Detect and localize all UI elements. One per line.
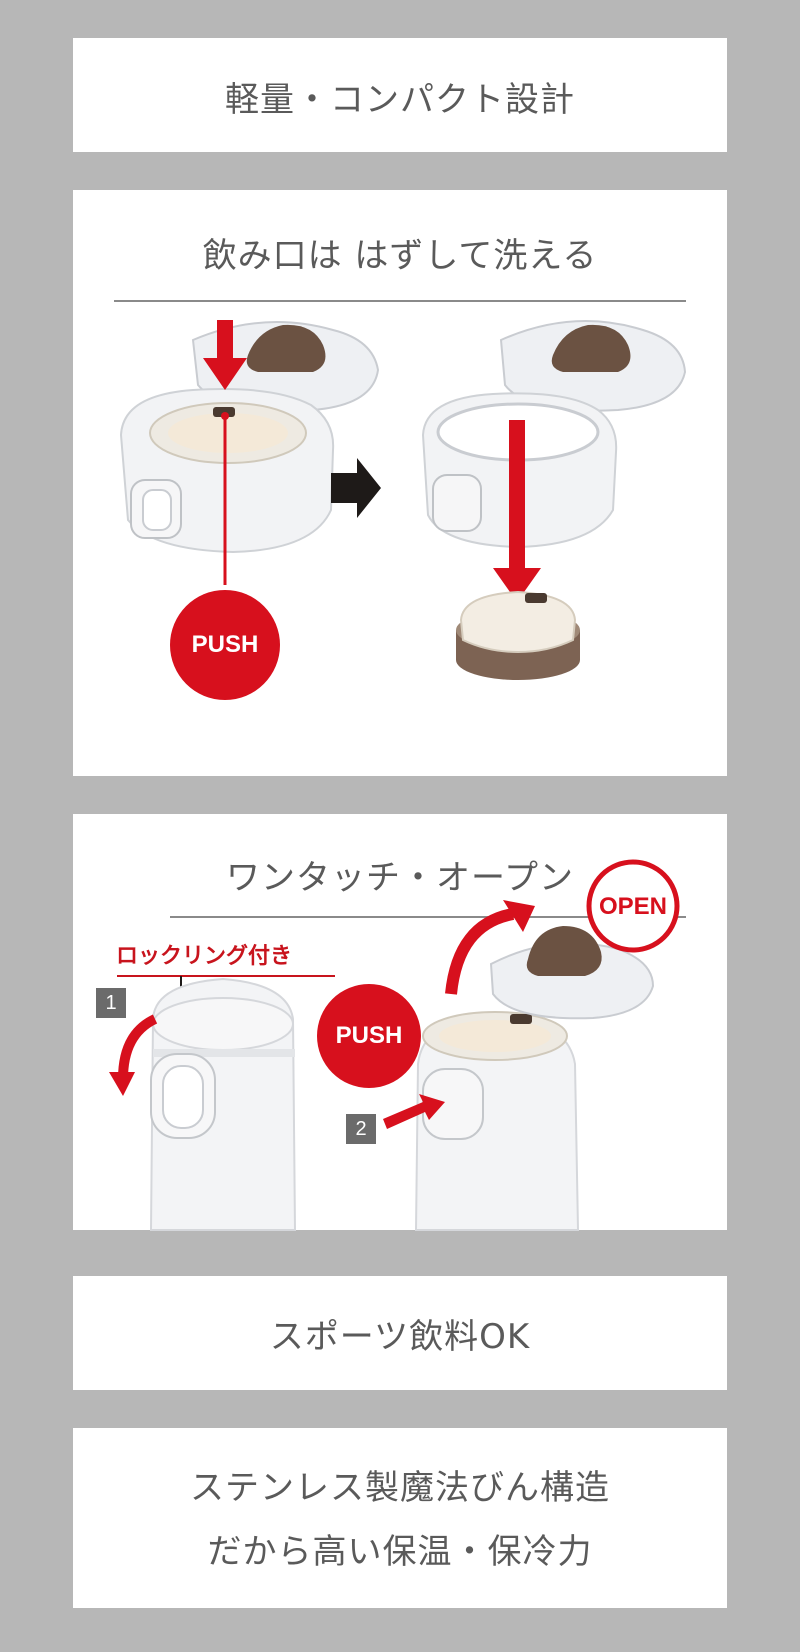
one-touch-divider	[170, 916, 686, 918]
lock-ring-label: ロックリング付き	[116, 944, 293, 969]
step-2-badge: 2	[346, 1114, 376, 1144]
one-touch-illustration	[109, 859, 680, 1231]
stainless-line1: ステンレス製魔法びん構造	[190, 1468, 610, 1508]
washable-title: 飲み口は はずして洗える	[202, 236, 598, 276]
sports-drink-title: スポーツ飲料OK	[269, 1317, 531, 1357]
stainless-line2: だから高い保温・保冷力	[207, 1532, 593, 1572]
sports-drink-panel: スポーツ飲料OK	[73, 1276, 727, 1390]
stainless-panel: ステンレス製魔法びん構造 だから高い保温・保冷力	[73, 1428, 727, 1608]
lid-closed-illustration	[119, 320, 687, 700]
lightweight-panel: 軽量・コンパクト設計	[73, 38, 727, 152]
one-touch-panel: ワンタッチ・オープン ロックリング付き 1 2 PU	[73, 814, 727, 1231]
washable-panel: 飲み口は はずして洗える	[73, 190, 727, 776]
washable-divider	[114, 300, 686, 302]
step-1-badge: 1	[96, 988, 126, 1018]
one-touch-title: ワンタッチ・オープン	[226, 858, 574, 898]
push-badge: PUSH	[191, 631, 259, 658]
open-badge: OPEN	[598, 893, 667, 920]
push-badge-2: PUSH	[335, 1022, 403, 1049]
lightweight-title: 軽量・コンパクト設計	[225, 80, 575, 120]
